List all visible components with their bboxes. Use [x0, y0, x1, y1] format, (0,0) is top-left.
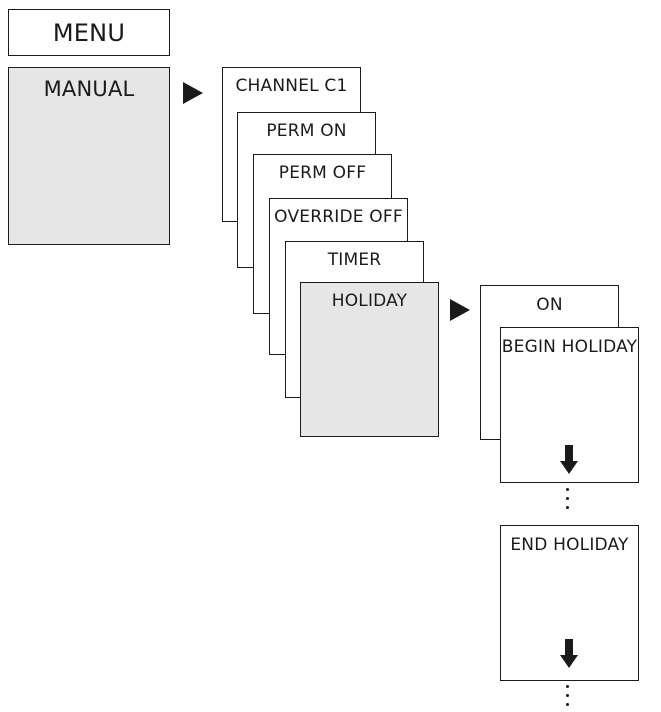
menu-item-label: HOLIDAY — [331, 291, 408, 311]
arrow-right-icon — [450, 299, 470, 321]
down-arrow-icon — [560, 639, 578, 668]
menu-title-box: MENU — [8, 9, 170, 56]
continuation-dots-icon — [566, 488, 570, 515]
continuation-dots-icon — [566, 685, 570, 712]
menu-title: MENU — [52, 19, 126, 47]
menu-item-label: PERM ON — [266, 121, 347, 141]
menu-item-label: CHANNEL C1 — [235, 76, 348, 96]
manual-item[interactable]: MANUAL — [8, 67, 170, 245]
menu-item-label: OVERRIDE OFF — [274, 207, 403, 227]
arrow-right-icon — [183, 82, 203, 104]
manual-label: MANUAL — [43, 77, 135, 101]
end-holiday-label: END HOLIDAY — [510, 535, 629, 555]
begin-holiday-label: BEGIN HOLIDAY — [501, 337, 638, 357]
holiday-on-label: ON — [536, 295, 563, 315]
begin-holiday-screen[interactable]: BEGIN HOLIDAY — [500, 327, 639, 483]
menu-item-holiday[interactable]: HOLIDAY — [300, 282, 439, 437]
menu-item-label: TIMER — [327, 250, 382, 270]
down-arrow-icon — [560, 445, 578, 474]
menu-item-label: PERM OFF — [278, 163, 367, 183]
end-holiday-screen[interactable]: END HOLIDAY — [500, 525, 639, 681]
